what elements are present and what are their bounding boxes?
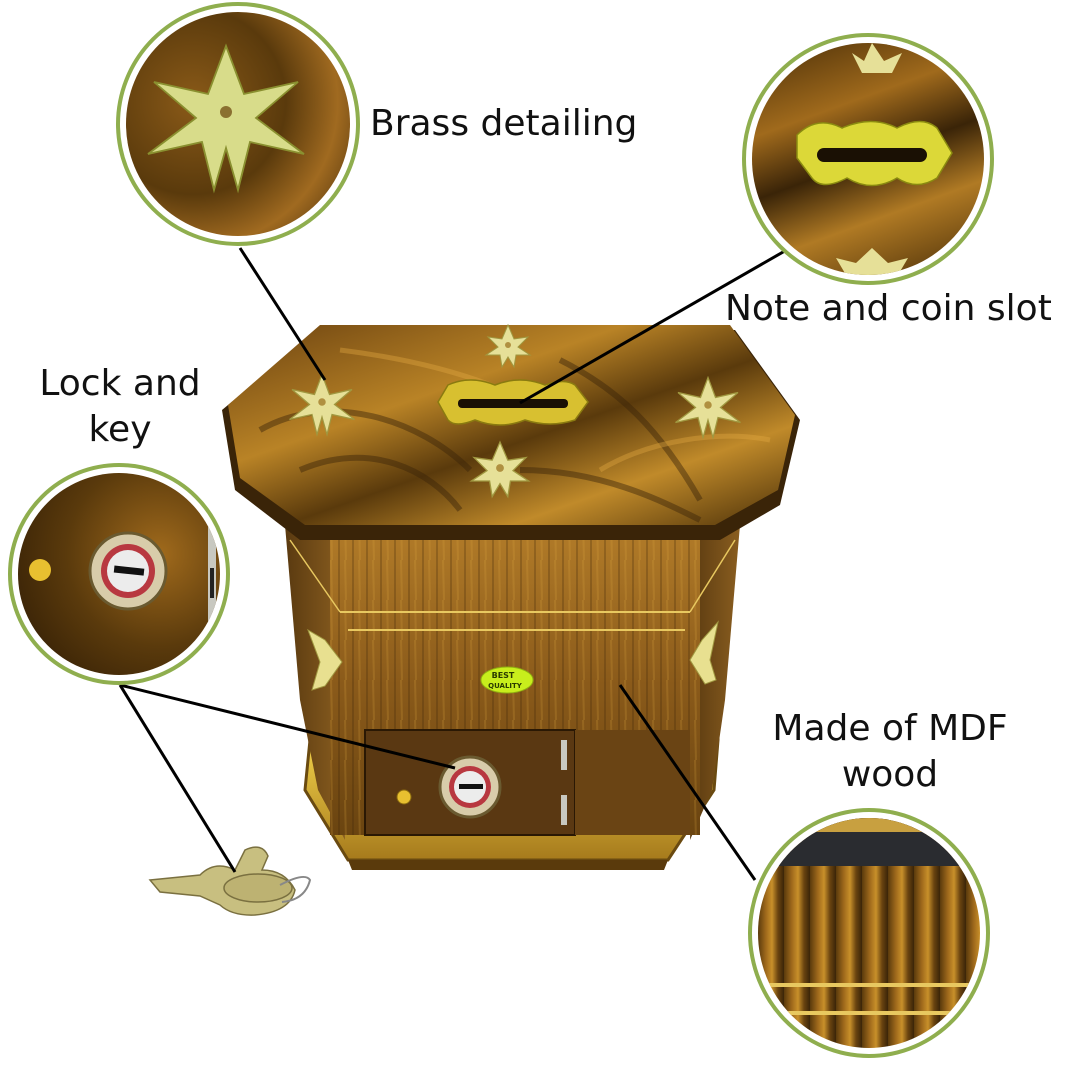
- brass-star-right: [675, 375, 741, 440]
- box-lid: [222, 325, 800, 540]
- lock-door: [364, 729, 690, 836]
- side-brass-ornament-right: [689, 620, 719, 685]
- svg-text:BEST: BEST: [492, 671, 515, 680]
- callout-brass-detailing: [116, 2, 360, 246]
- label-lock-line1: Lock and: [39, 363, 201, 404]
- label-mdf-wood: Made of MDF wood: [760, 706, 1020, 798]
- label-brass-detailing: Brass detailing: [370, 103, 638, 144]
- best-quality-sticker: BEST QUALITY: [480, 666, 534, 694]
- box-right-side: [690, 525, 740, 840]
- brass-star-bottom: [469, 440, 531, 499]
- label-lock-line2: key: [88, 409, 152, 450]
- svg-text:QUALITY: QUALITY: [488, 682, 523, 690]
- callout-mdf-wood: [748, 808, 990, 1058]
- callout-lock-and-key: [8, 463, 230, 685]
- label-note-coin-slot: Note and coin slot: [725, 288, 1052, 329]
- callout-coin-slot: [742, 33, 994, 285]
- label-mdf-line2: wood: [841, 754, 939, 795]
- keys: [148, 846, 312, 916]
- label-mdf-line1: Made of MDF: [772, 708, 1008, 749]
- brass-star-top: [484, 323, 532, 369]
- label-lock-and-key: Lock and key: [20, 361, 220, 453]
- leader-lines: [118, 246, 791, 881]
- keyhole-lock-icon: [29, 513, 216, 643]
- brass-star-left: [289, 372, 355, 437]
- coin-slot-icon: [796, 43, 953, 275]
- side-brass-ornament-left: [307, 628, 343, 691]
- brass-star-icon: [147, 43, 305, 194]
- coin-slot-plate: [437, 379, 589, 426]
